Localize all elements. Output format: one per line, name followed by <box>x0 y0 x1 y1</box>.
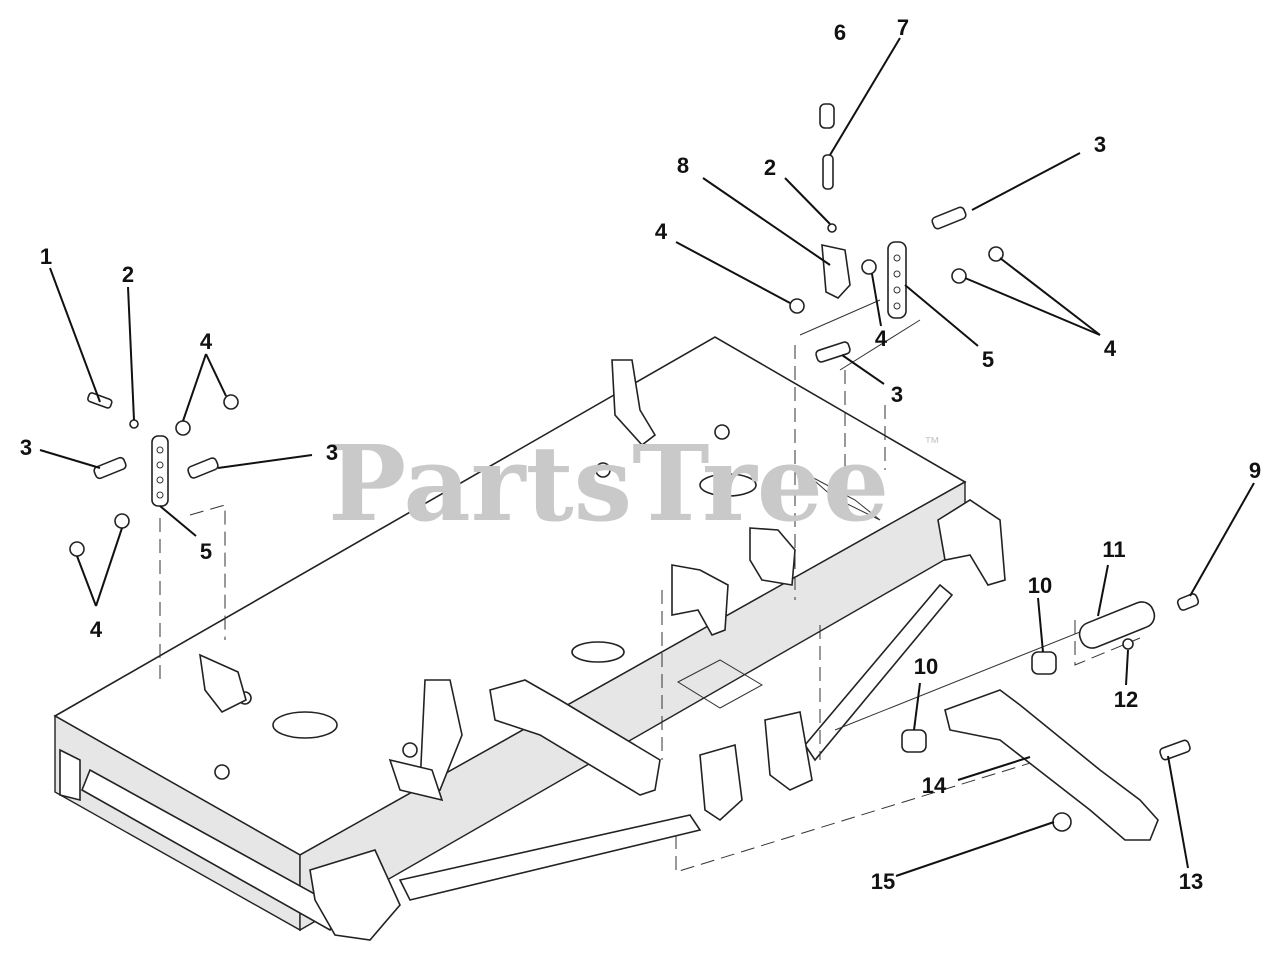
callout-label: 3 <box>1094 132 1106 157</box>
mower-deck-illustration <box>53 299 1141 941</box>
callout-label: 3 <box>20 435 32 460</box>
callout-label: 10 <box>1028 573 1052 598</box>
callout-label: 14 <box>922 773 947 798</box>
callout-label: 5 <box>982 347 994 372</box>
callout-label: 4 <box>655 219 668 244</box>
callout-label: 12 <box>1114 687 1138 712</box>
callout-label: 4 <box>200 329 213 354</box>
watermark: PartsTree ™ <box>328 422 940 545</box>
callout-label: 4 <box>1104 336 1117 361</box>
watermark-text: PartsTree <box>328 422 889 545</box>
callout-label: 10 <box>914 654 938 679</box>
callout-label: 3 <box>891 382 903 407</box>
callout-label: 4 <box>875 326 888 351</box>
callout-label: 3 <box>326 440 338 465</box>
callout-label: 9 <box>1249 458 1261 483</box>
callout-label: 2 <box>764 155 776 180</box>
callout-label: 11 <box>1102 537 1125 562</box>
watermark-trademark: ™ <box>924 435 940 452</box>
callout-label: 13 <box>1179 869 1203 894</box>
callout-label: 6 <box>834 20 846 45</box>
callout-label: 4 <box>90 617 103 642</box>
callout-label: 1 <box>40 244 52 269</box>
callout-label: 5 <box>200 539 212 564</box>
callout-label: 15 <box>871 869 895 894</box>
callout-label: 8 <box>677 153 689 178</box>
callout-labels: 1 2 4 3 3 5 4 6 7 2 8 4 3 4 5 4 3 9 11 1… <box>20 15 1261 894</box>
leader-lines <box>39 37 1255 877</box>
callout-label: 2 <box>122 262 134 287</box>
callout-label: 7 <box>897 15 909 40</box>
hardware-illustration <box>69 103 1200 841</box>
